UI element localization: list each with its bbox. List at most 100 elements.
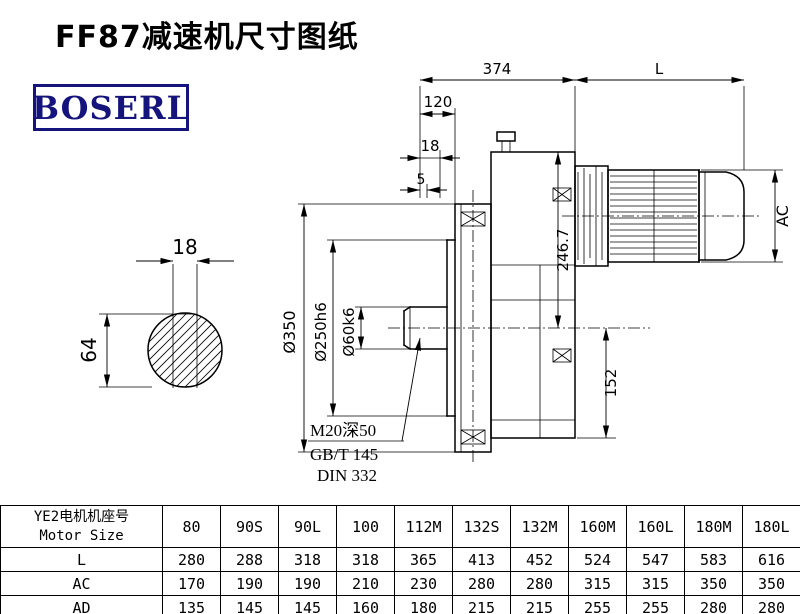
- motor-size-col-header: 90S: [220, 505, 279, 548]
- motor-size-header-cn: YE2电机机座号: [33, 509, 130, 526]
- dim-AC-label: AC: [773, 205, 792, 227]
- motor-size-header-en: Motor Size: [39, 527, 124, 544]
- dimension-value-cell: 145: [220, 595, 279, 614]
- dimension-value-cell: 190: [220, 571, 279, 596]
- dim-L-label: L: [655, 60, 664, 78]
- dimension-value-cell: 583: [684, 547, 743, 572]
- dim-18: 18: [400, 137, 460, 162]
- flange-bolt-hole-bottom: [460, 429, 486, 445]
- brand-logo: BOSERL: [31, 84, 191, 131]
- dimension-value-cell: 255: [626, 595, 685, 614]
- motor-size-col-header: 112M: [394, 505, 453, 548]
- dimension-value-cell: 280: [684, 595, 743, 614]
- dim-shaft-diameter: Ø60k6: [340, 306, 410, 357]
- dimension-value-cell: 215: [510, 595, 569, 614]
- dim-374: 374: [420, 60, 575, 84]
- dimension-value-cell: 230: [394, 571, 453, 596]
- dimension-value-cell: 190: [278, 571, 337, 596]
- standard-gbt-label: GB/T 145: [310, 445, 378, 464]
- dimension-value-cell: 413: [452, 547, 511, 572]
- row-label: AD: [0, 595, 163, 614]
- row-label: L: [0, 547, 163, 572]
- dimension-value-cell: 280: [162, 547, 221, 572]
- motor-fan-cover: [698, 169, 745, 263]
- motor-size-col-header: 100: [336, 505, 395, 548]
- dimension-value-cell: 452: [510, 547, 569, 572]
- shaft-hatching: [148, 313, 222, 387]
- dimension-value-cell: 616: [742, 547, 800, 572]
- dim-246-7-label: 246.7: [554, 229, 572, 272]
- dimension-value-cell: 255: [568, 595, 627, 614]
- motor-size-col-header: 160M: [568, 505, 627, 548]
- dimension-value-cell: 318: [278, 547, 337, 572]
- dimension-value-cell: 524: [568, 547, 627, 572]
- gearbox-housing: [490, 131, 576, 439]
- brand-logo-text: BOSERL: [31, 88, 191, 127]
- dim-shaft-diameter-label: Ø60k6: [340, 307, 358, 356]
- technical-drawing: 18 64: [77, 60, 792, 485]
- motor-size-col-header: 80: [162, 505, 221, 548]
- dim-L: L: [575, 60, 744, 84]
- motor-size-col-header: 132S: [452, 505, 511, 548]
- dimensions: 374 L 120 18 5: [280, 60, 792, 485]
- dimension-value-cell: 547: [626, 547, 685, 572]
- dim-flange-diameter: Ø350: [280, 203, 455, 453]
- dimension-value-cell: 215: [452, 595, 511, 614]
- dimension-value-cell: 315: [626, 571, 685, 596]
- standard-din-label: DIN 332: [317, 466, 377, 485]
- dim-AC: AC: [701, 169, 792, 263]
- motor-cooling-fins: [610, 175, 697, 255]
- motor-size-col-header: 90L: [278, 505, 337, 548]
- dim-5-label: 5: [417, 172, 426, 188]
- dim-shaft-height-label: 64: [77, 337, 101, 362]
- housing-hole-lower: [552, 348, 572, 363]
- shaft-end-view: 18 64: [77, 235, 234, 388]
- dim-key-width-label: 18: [172, 235, 197, 259]
- dim-spigot-diameter-label: Ø250h6: [312, 302, 330, 362]
- dimension-value-cell: 350: [742, 571, 800, 596]
- dimension-value-cell: 280: [742, 595, 800, 614]
- dimension-value-cell: 145: [278, 595, 337, 614]
- dimension-value-cell: 318: [336, 547, 395, 572]
- dim-120-label: 120: [424, 93, 453, 111]
- motor-size-col-header: 180L: [742, 505, 800, 548]
- dimension-value-cell: 365: [394, 547, 453, 572]
- dimension-value-cell: 288: [220, 547, 279, 572]
- flange-bolt-hole-top: [460, 211, 486, 227]
- row-label: AC: [0, 571, 163, 596]
- motor-size-col-header: 160L: [626, 505, 685, 548]
- housing-hole-upper: [552, 187, 572, 202]
- dimension-value-cell: 280: [510, 571, 569, 596]
- dim-18-label: 18: [420, 137, 439, 155]
- motor-size-col-header: 180M: [684, 505, 743, 548]
- dim-152: 152: [577, 328, 620, 439]
- dim-key-width: 18: [136, 235, 234, 265]
- dim-shaft-height: 64: [77, 313, 173, 388]
- main-view: [388, 131, 762, 462]
- page-title: FF87减速机尺寸图纸: [55, 20, 359, 55]
- thread-callout-label: M20深50: [310, 421, 376, 440]
- dim-5: 5: [400, 172, 447, 194]
- motor-size-col-header: 132M: [510, 505, 569, 548]
- dim-374-label: 374: [483, 60, 512, 78]
- dim-flange-diameter-label: Ø350: [280, 310, 299, 353]
- dimension-value-cell: 210: [336, 571, 395, 596]
- dimension-value-cell: 350: [684, 571, 743, 596]
- dimension-value-cell: 135: [162, 595, 221, 614]
- dim-152-label: 152: [602, 369, 620, 398]
- dimension-value-cell: 180: [394, 595, 453, 614]
- motor-size-header: YE2电机机座号 Motor Size: [0, 505, 163, 548]
- dimension-value-cell: 160: [336, 595, 395, 614]
- dim-spigot-diameter: Ø250h6: [312, 239, 447, 417]
- dimension-value-cell: 280: [452, 571, 511, 596]
- dim-120: 120: [420, 93, 455, 118]
- dim-246-7: 246.7: [554, 152, 572, 328]
- dimension-value-cell: 170: [162, 571, 221, 596]
